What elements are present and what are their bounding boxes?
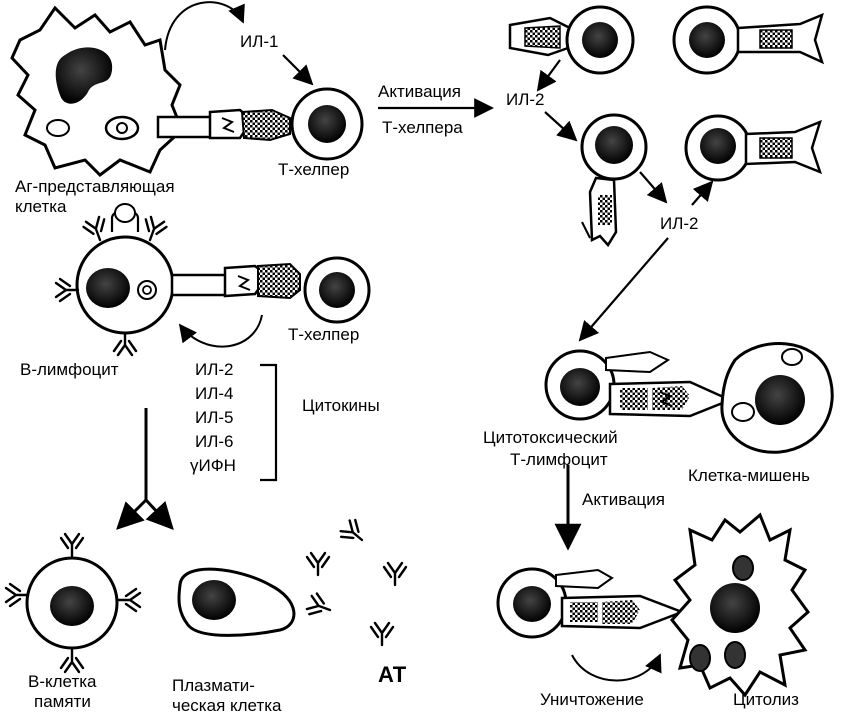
activation-thelper-label-2: Т-хелпера bbox=[382, 118, 463, 137]
cytolysis-label: Цитолиз bbox=[733, 690, 799, 709]
il1-label: ИЛ-1 bbox=[240, 32, 279, 51]
apc-label-2: клетка bbox=[15, 197, 67, 216]
thelper-cell-mid bbox=[303, 256, 371, 324]
cytokine-item: ИЛ-5 bbox=[195, 408, 234, 427]
apc-thelper-synapse bbox=[156, 108, 291, 142]
thelper-top-label: Т-хелпер bbox=[278, 160, 350, 179]
b-lymphocyte-label: В-лимфоцит bbox=[20, 360, 119, 379]
cytokine-item: ИЛ-4 bbox=[195, 384, 234, 403]
thelper-cell-top bbox=[290, 87, 364, 161]
cytotoxic-t-lymphocyte bbox=[544, 349, 734, 421]
apc-label-1: Аг-представляющая bbox=[15, 177, 175, 196]
activated-thelper-cell-2 bbox=[672, 5, 825, 75]
memory-b-cell bbox=[4, 532, 142, 674]
plasma-label-1: Плазмати- bbox=[172, 676, 255, 695]
activated-thelper-cell-4 bbox=[684, 114, 823, 182]
cytokine-curve-arrow bbox=[178, 314, 263, 348]
ctl-activation-label: Активация bbox=[582, 490, 665, 509]
memory-b-label-1: В-клетка bbox=[28, 672, 97, 691]
activated-thelper-cell-3 bbox=[580, 113, 648, 248]
il2-mid-arrow-in bbox=[639, 171, 668, 204]
antibody-label: АТ bbox=[378, 662, 407, 687]
thelper-mid-label: Т-хелпер bbox=[288, 325, 360, 344]
target-cell-label: Клетка-мишень bbox=[688, 466, 810, 485]
il2-to-ctl-arrow bbox=[578, 237, 669, 342]
destruction-curve-arrow bbox=[571, 653, 662, 682]
cytokine-bracket bbox=[260, 363, 278, 482]
activated-thelper-cell-1 bbox=[508, 5, 635, 75]
b-split-left-arrow bbox=[116, 498, 148, 530]
b-lymphocyte bbox=[54, 203, 175, 357]
memory-b-label-2: памяти bbox=[34, 692, 91, 711]
destruction-label: Уничтожение bbox=[540, 690, 644, 709]
il2-top-arrow-in bbox=[536, 59, 561, 92]
target-cell bbox=[720, 342, 834, 454]
b-thelper-synapse bbox=[170, 262, 301, 300]
il2-mid-label: ИЛ-2 bbox=[660, 214, 699, 233]
il1-to-thelper-arrow bbox=[282, 54, 314, 86]
activation-thelper-label-1: Активация bbox=[378, 82, 461, 101]
il2-top-arrow-out bbox=[544, 111, 578, 142]
cytokine-item: ИЛ-2 bbox=[195, 360, 234, 379]
ctl-label-2: Т-лимфоцит bbox=[510, 450, 608, 469]
cytokine-item: γИФН bbox=[190, 456, 236, 475]
lysed-target-cell bbox=[670, 512, 811, 698]
il1-curve-arrow bbox=[164, 1, 245, 51]
cytokines-title: Цитокины bbox=[302, 396, 380, 415]
antigen-presenting-cell bbox=[10, 5, 184, 177]
plasma-label-2: ческая клетка bbox=[172, 696, 282, 715]
killing-ctl bbox=[496, 567, 686, 639]
plasma-cell bbox=[177, 567, 296, 637]
cytokine-item: ИЛ-6 bbox=[195, 432, 234, 451]
il2-mid-arrow-up bbox=[691, 180, 714, 206]
free-antibodies bbox=[304, 516, 408, 647]
b-split-right-arrow bbox=[144, 498, 174, 530]
il2-top-label: ИЛ-2 bbox=[506, 90, 545, 109]
ctl-label-1: Цитотоксический bbox=[483, 428, 618, 447]
